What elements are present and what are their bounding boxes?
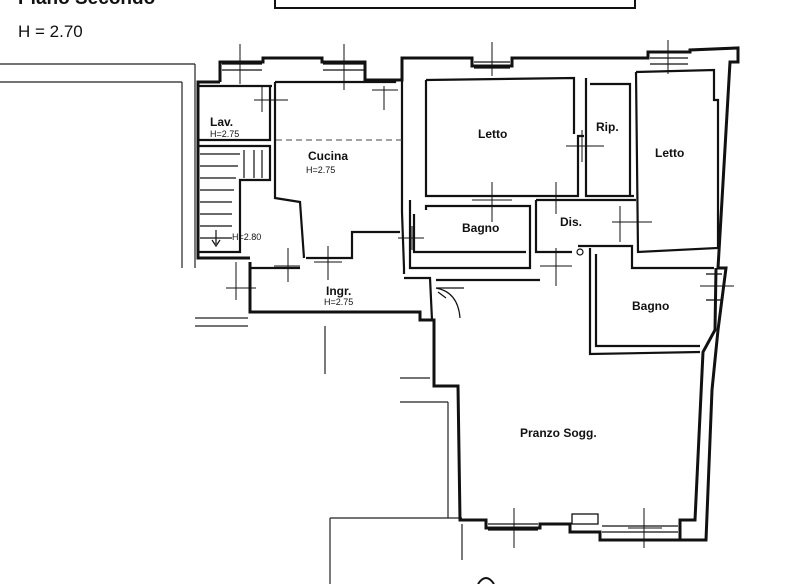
room-lav-height: H=2.75 [210, 129, 239, 139]
room-ingr-name: Ingr. [326, 284, 351, 298]
room-dis-name: Dis. [560, 215, 582, 229]
room-cucina-name: Cucina [308, 149, 348, 163]
room-pranzo-name: Pranzo Sogg. [520, 426, 597, 440]
interior-walls [198, 68, 720, 356]
floor-height: H = 2.70 [18, 22, 83, 41]
stair-treads [200, 150, 263, 248]
room-bagno2-name: Bagno [632, 299, 669, 313]
room-letto1-name: Letto [478, 127, 507, 141]
floor-title: Piano Secondo [18, 0, 155, 10]
room-cucina-height: H=2.75 [306, 165, 335, 175]
room-ingr-height: H=2.75 [324, 297, 353, 307]
compass-fragment [477, 577, 495, 584]
entrance-door [435, 248, 584, 319]
room-letto2-name: Letto [655, 146, 684, 160]
stair-height: H=2.80 [232, 232, 261, 242]
exterior-walls [196, 46, 740, 542]
room-rip-name: Rip. [596, 120, 619, 134]
neighbour-lines [0, 63, 463, 584]
title-box [274, 0, 636, 9]
windows [222, 57, 722, 533]
cross-markers [226, 40, 734, 548]
room-lav-name: Lav. [210, 115, 233, 129]
room-bagno1-name: Bagno [462, 221, 499, 235]
